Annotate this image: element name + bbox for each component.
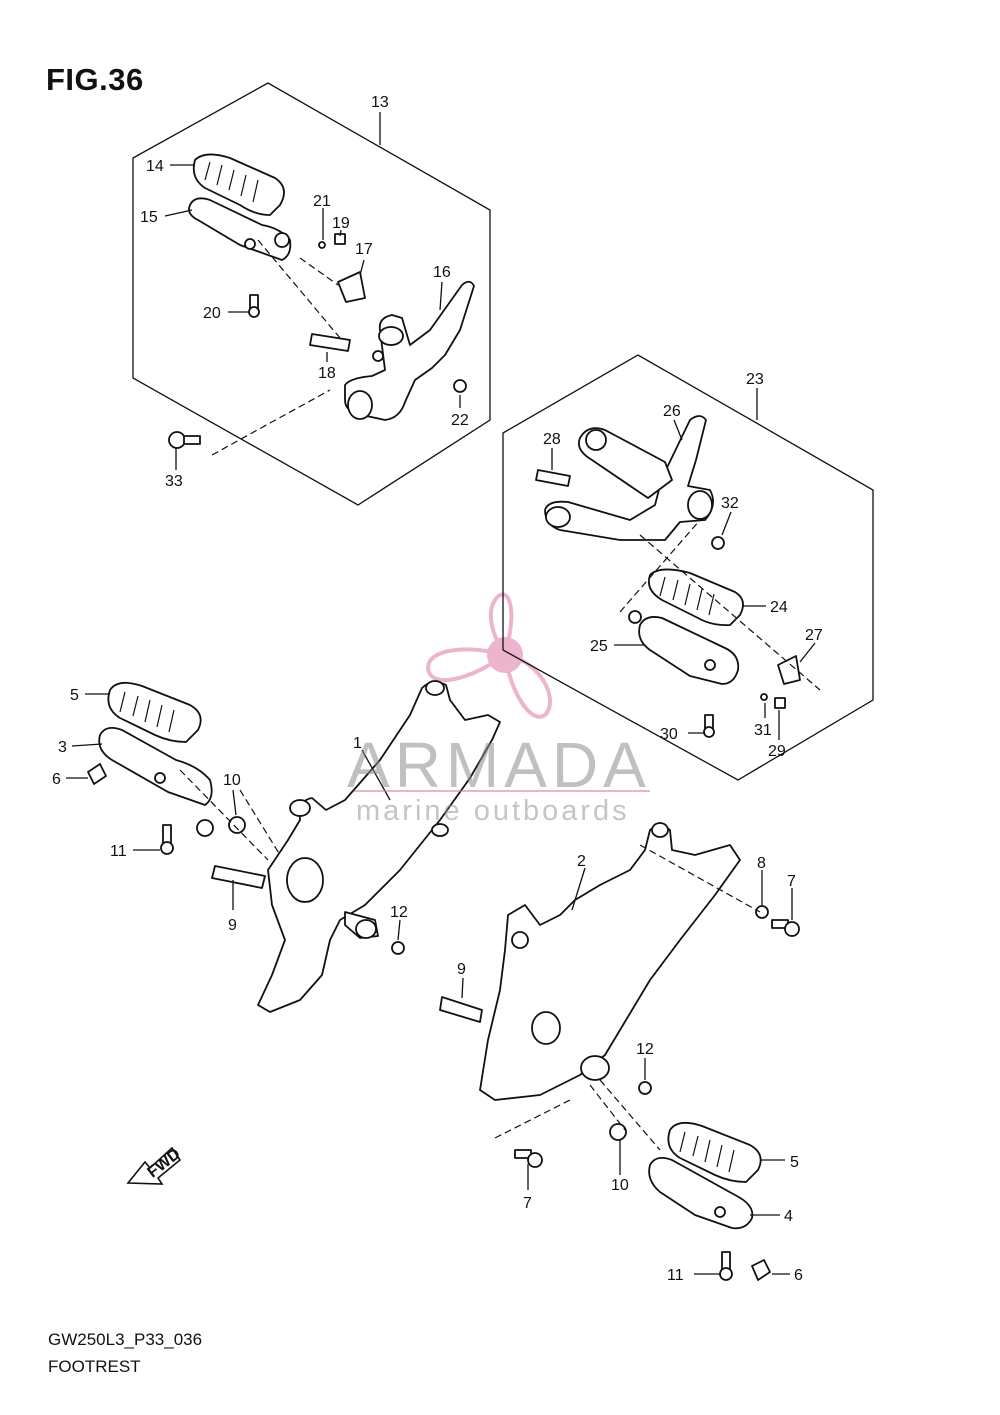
callout-4: 4 bbox=[784, 1208, 793, 1225]
part-29-spring bbox=[774, 697, 786, 709]
callout-23: 23 bbox=[746, 371, 764, 388]
callout-21: 21 bbox=[313, 193, 331, 210]
callout-15: 15 bbox=[140, 209, 158, 226]
part-12-clip-left bbox=[391, 941, 405, 955]
callout-8: 8 bbox=[757, 855, 766, 872]
part-4-footpeg-right bbox=[648, 1156, 754, 1230]
callout-7-lower: 7 bbox=[523, 1195, 532, 1212]
callout-30: 30 bbox=[660, 726, 678, 743]
watermark-propeller-logo bbox=[425, 592, 552, 719]
part-20-bolt bbox=[248, 294, 260, 318]
callout-28: 28 bbox=[543, 431, 561, 448]
callout-24: 24 bbox=[770, 599, 788, 616]
leaders-right bbox=[461, 844, 793, 1275]
callout-26: 26 bbox=[663, 403, 681, 420]
part-11-bolt-left bbox=[160, 824, 174, 855]
part-3-footpeg-left bbox=[98, 726, 214, 837]
figure-name: FOOTREST bbox=[48, 1357, 141, 1376]
callout-12-right: 12 bbox=[636, 1041, 654, 1058]
callout-25: 25 bbox=[590, 638, 608, 655]
assembly-23-frame bbox=[502, 354, 874, 781]
part-14-footpeg-rubber bbox=[192, 153, 285, 216]
watermark-underline bbox=[354, 790, 650, 792]
callout-20: 20 bbox=[203, 305, 221, 322]
part-11-bolt-right bbox=[719, 1251, 733, 1281]
callout-12-left: 12 bbox=[390, 904, 408, 921]
callout-10-right: 10 bbox=[611, 1177, 629, 1194]
part-2-right-footrest-bracket bbox=[479, 822, 741, 1101]
part-30-bolt bbox=[703, 714, 715, 738]
part-22-clip bbox=[453, 379, 467, 393]
part-5-footpeg-rubber-right bbox=[667, 1121, 762, 1183]
part-9-pin-right bbox=[439, 996, 483, 1023]
callout-11-left: 11 bbox=[110, 843, 127, 860]
callout-27: 27 bbox=[805, 627, 823, 644]
watermark-brand: ARMADA bbox=[347, 729, 651, 801]
callout-14: 14 bbox=[146, 158, 164, 175]
part-6-stopper-right bbox=[751, 1259, 771, 1281]
part-7-bolt-right-lower bbox=[514, 1149, 543, 1168]
callout-31: 31 bbox=[754, 722, 772, 739]
callout-9-left: 9 bbox=[228, 917, 237, 934]
part-26-footrest-bracket bbox=[535, 415, 714, 541]
figure-code: GW250L3_P33_036 bbox=[48, 1330, 203, 1349]
callout-33: 33 bbox=[165, 473, 183, 490]
part-17-plate bbox=[337, 271, 366, 303]
assembly-13-frame bbox=[132, 82, 491, 506]
callout-7-upper: 7 bbox=[787, 873, 796, 890]
callout-22: 22 bbox=[451, 412, 469, 429]
part-21-ball bbox=[318, 241, 326, 249]
callout-labels: 13 14 15 21 19 17 16 20 18 22 33 23 26 2… bbox=[52, 94, 823, 1284]
part-7-bolt-right-upper bbox=[771, 919, 800, 937]
part-27-plate bbox=[777, 655, 801, 685]
callout-17: 17 bbox=[355, 241, 373, 258]
callout-11-right: 11 bbox=[667, 1267, 684, 1284]
part-12-clip-right bbox=[638, 1081, 652, 1095]
watermark-tagline: marine outboards bbox=[356, 795, 630, 827]
figure-title: FIG.36 bbox=[46, 62, 144, 97]
fwd-arrow-icon: FWD bbox=[126, 1146, 184, 1185]
callout-29: 29 bbox=[768, 743, 786, 760]
part-31-ball bbox=[760, 693, 768, 701]
callout-5-left: 5 bbox=[70, 687, 79, 704]
callout-19: 19 bbox=[332, 215, 350, 232]
part-10-spring-clip-right bbox=[609, 1123, 627, 1141]
part-8-washer bbox=[755, 905, 769, 919]
leaders-13 bbox=[164, 112, 461, 470]
part-15-footpeg bbox=[188, 197, 292, 261]
callout-13: 13 bbox=[371, 94, 389, 111]
part-33-bolt bbox=[168, 431, 201, 449]
callout-18: 18 bbox=[318, 365, 336, 382]
callout-1: 1 bbox=[353, 735, 362, 752]
part-6-stopper-left bbox=[87, 763, 107, 785]
part-24-footpeg-rubber bbox=[647, 568, 744, 627]
leaders-23 bbox=[551, 388, 821, 740]
part-16-footrest-bracket bbox=[309, 280, 475, 421]
fwd-arrow-label: FWD bbox=[145, 1146, 184, 1182]
part-9-pin-left bbox=[211, 865, 266, 889]
callout-5-right: 5 bbox=[790, 1154, 799, 1171]
callout-32: 32 bbox=[721, 495, 739, 512]
callout-10-left: 10 bbox=[223, 772, 241, 789]
callout-6-right: 6 bbox=[794, 1267, 803, 1284]
part-1-left-footrest-bracket bbox=[257, 680, 501, 1013]
part-10-spring-clip-left bbox=[228, 816, 246, 834]
part-32-clip bbox=[711, 536, 725, 550]
part-5-footpeg-rubber-left bbox=[107, 681, 202, 743]
callout-9-right: 9 bbox=[457, 961, 466, 978]
callout-6-left: 6 bbox=[52, 771, 61, 788]
callout-16: 16 bbox=[433, 264, 451, 281]
callout-3: 3 bbox=[58, 739, 67, 756]
callout-2: 2 bbox=[577, 853, 586, 870]
